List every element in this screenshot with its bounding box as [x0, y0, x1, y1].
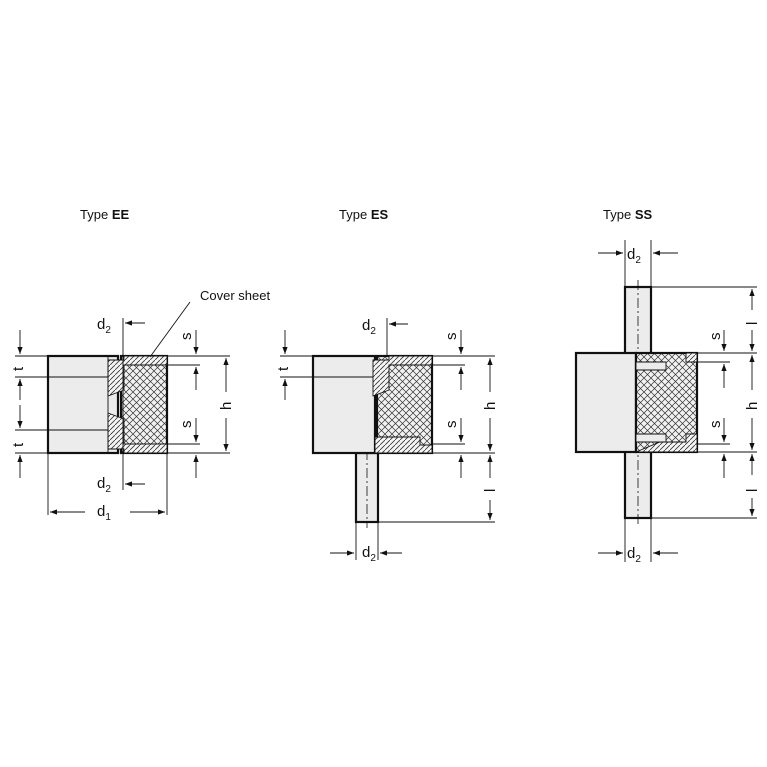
- dim-d2: d2: [362, 317, 376, 337]
- dim-d2: d2: [97, 475, 111, 495]
- dim-d2: d2: [627, 246, 641, 266]
- type-es-drawing: [280, 318, 495, 560]
- dim-l: l: [744, 322, 761, 325]
- dim-t: t: [10, 366, 27, 371]
- dim-h: h: [744, 402, 761, 410]
- dim-l: l: [482, 489, 499, 492]
- dim-s: s: [707, 421, 724, 429]
- dim-s: s: [178, 421, 195, 429]
- dim-h: h: [218, 402, 235, 410]
- type-ss-title: Type SS: [603, 207, 652, 222]
- dim-d1: d1: [97, 503, 111, 523]
- type-es-title: Type ES: [339, 207, 388, 222]
- dim-d2: d2: [362, 544, 376, 564]
- cover-sheet-callout: Cover sheet: [200, 288, 270, 303]
- dim-d2: d2: [97, 316, 111, 336]
- dim-s: s: [443, 421, 460, 429]
- dim-d2: d2: [627, 545, 641, 565]
- dim-s: s: [178, 333, 195, 341]
- type-ee-title: Type EE: [80, 207, 129, 222]
- dim-s: s: [707, 333, 724, 341]
- type-ee-drawing: [15, 301, 230, 515]
- dim-s: s: [443, 333, 460, 341]
- dim-h: h: [482, 402, 499, 410]
- dim-t: t: [275, 366, 292, 371]
- dim-t: t: [10, 442, 27, 447]
- dim-l: l: [744, 489, 761, 492]
- type-ss-drawing: [574, 240, 757, 562]
